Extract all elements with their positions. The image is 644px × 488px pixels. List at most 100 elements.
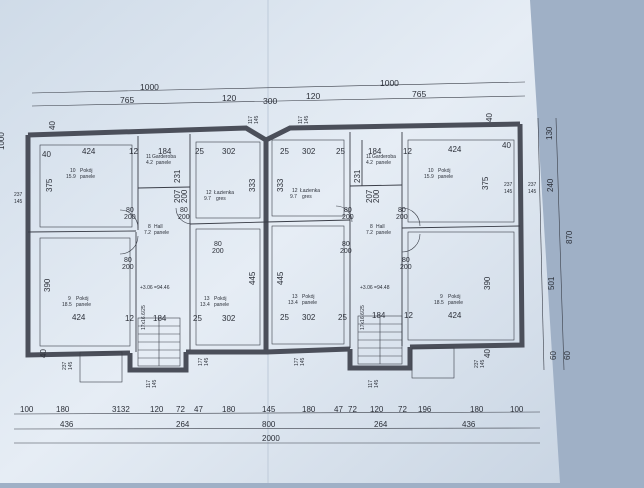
room-name: Pokój [76, 296, 89, 302]
dim-b1-8: 180 [302, 405, 316, 414]
dim-win-145-left: 145 [14, 199, 23, 205]
dim-40-right: 40 [502, 141, 511, 150]
dim-25-b: 25 [193, 314, 202, 323]
dim-12-d: 12 [404, 311, 413, 320]
room-area: 9.7 [204, 196, 211, 202]
dim-25-a: 25 [195, 147, 204, 156]
room-name: Pokój [448, 294, 461, 300]
dim-424-left-low: 424 [72, 313, 86, 322]
dim-right-240: 240 [546, 178, 555, 192]
room-num: 13 [204, 296, 210, 302]
dim-445-left: 445 [248, 271, 257, 285]
dim-424-right-low: 424 [448, 311, 462, 320]
dim-left-edge: 1000 [0, 132, 6, 150]
dim-b1-12: 72 [398, 405, 407, 414]
room-name: Pokój [214, 296, 227, 302]
room-floor: panele [438, 174, 453, 180]
dim-b1-14: 180 [470, 405, 484, 414]
room-area: 13.4 [200, 302, 210, 308]
room-num: 11 [146, 154, 151, 160]
dim-top-left-1: 765 [120, 95, 134, 105]
room-num: 8 [148, 224, 151, 230]
dim-145-right-bot2: 145 [374, 379, 380, 388]
dim-200-left: 200 [180, 189, 189, 203]
room-floor: panele [214, 302, 229, 308]
room-floor: panele [376, 160, 391, 166]
room-num: 9 [68, 296, 71, 302]
dim-424-left-top: 424 [82, 147, 96, 156]
dim-177-right-bot: 177 [294, 357, 300, 366]
dim-left-top: 40 [48, 121, 57, 130]
room-area: 7.2 [144, 230, 151, 236]
dim-right-130: 130 [545, 126, 554, 140]
dim-right-145: 145 [528, 189, 537, 195]
dim-right-870: 870 [565, 230, 574, 244]
door-200-a: 200 [124, 214, 136, 221]
dim-top-overall-right: 1000 [380, 78, 399, 88]
door-200-e: 200 [340, 248, 352, 255]
dim-207-right: 207 [365, 189, 374, 203]
room-num: 12 [206, 190, 212, 196]
dim-top-left-2: 120 [222, 93, 236, 103]
door-200-g: 200 [342, 214, 354, 221]
dim-b1-11: 120 [370, 405, 384, 414]
dim-12-a: 12 [129, 147, 138, 156]
room-labels-right: 10 Pokój 15.9 panele 11 Garderoba 4.2 pa… [288, 154, 463, 330]
dim-left-375: 375 [45, 178, 54, 192]
door-200-c: 200 [122, 264, 134, 271]
door-200-f: 200 [396, 214, 408, 221]
room-num: 12 [292, 188, 298, 194]
dim-445-right: 445 [276, 271, 285, 285]
dim-b2-4: 436 [462, 420, 476, 429]
walls [25, 121, 525, 373]
door-80-b: 80 [180, 207, 188, 214]
room-num: 11 [366, 154, 371, 160]
dim-184-right: 184 [368, 147, 382, 156]
door-80-e: 80 [342, 241, 350, 248]
dim-b1-6: 180 [222, 405, 236, 414]
room-area: 7.2 [366, 230, 373, 236]
dim-total: 2000 [262, 434, 280, 443]
dim-win-237-left: 237 [14, 192, 23, 198]
room-area: 9.7 [290, 194, 297, 200]
dim-b1-15: 100 [510, 405, 524, 414]
dim-390-right: 390 [483, 276, 492, 290]
stair-steps-right: 17x16.6/25 [360, 305, 366, 330]
room-name: Pokój [438, 168, 451, 174]
room-labels-left: 10 Pokój 15.9 panele 11 Garderoba 4.2 pa… [62, 154, 234, 330]
dim-184-right-low: 184 [372, 311, 386, 320]
door-80-d: 80 [214, 241, 222, 248]
entry-step-left [79, 351, 123, 383]
top-dimensions: 1000 1000 765 120 300 120 765 [31, 78, 526, 107]
dim-375-right: 375 [481, 176, 490, 190]
dim-b2-0: 436 [60, 420, 74, 429]
dim-333-right: 333 [276, 178, 285, 192]
room-name: Garderoba [372, 154, 396, 160]
dim-top-right-2: 765 [412, 89, 426, 99]
dim-b1-4: 72 [176, 405, 185, 414]
stairs-left [137, 317, 181, 367]
room-area: 4.2 [146, 160, 153, 166]
room-name: Garderoba [152, 154, 176, 160]
door-80-h: 80 [402, 257, 410, 264]
room-num: 13 [292, 294, 298, 300]
dim-b2-2: 800 [262, 420, 276, 429]
dim-top-right-1: 120 [306, 91, 320, 101]
dim-25-f: 25 [338, 313, 347, 322]
dim-b1-10: 72 [348, 405, 357, 414]
dim-25-d: 25 [336, 147, 345, 156]
dim-207-left: 207 [173, 189, 182, 203]
room-num: 9 [440, 294, 443, 300]
dim-40-right-bot: 40 [483, 349, 492, 358]
room-name: Pokój [302, 294, 315, 300]
dim-12-c: 12 [403, 147, 412, 156]
stair-steps-left: 17x16.6/25 [141, 305, 147, 330]
dim-right-60b: 60 [563, 351, 572, 360]
dim-b1-1: 180 [56, 405, 70, 414]
room-floor: panele [80, 174, 95, 180]
dim-left-bot: 40 [39, 349, 48, 358]
dim-145-right-bot3: 145 [480, 359, 486, 368]
room-name: Pokój [80, 168, 93, 174]
room-floor: panele [154, 230, 169, 236]
